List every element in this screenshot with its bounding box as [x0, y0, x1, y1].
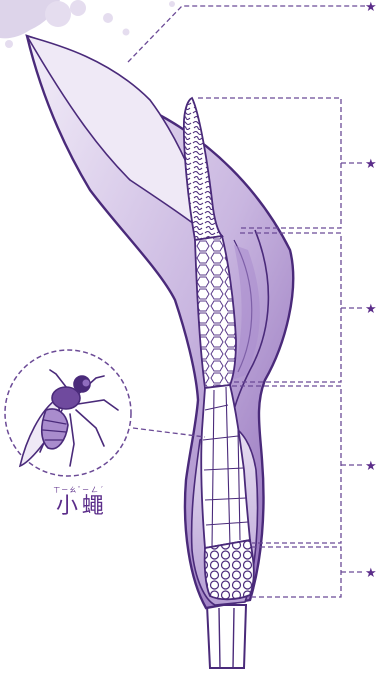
fly-label-char-1: 小ㄒㄧㄠˇ — [53, 494, 81, 519]
spathe — [27, 36, 293, 608]
spathe-star-marker: ★ — [365, 0, 377, 15]
female-flowers-star-marker: ★ — [365, 566, 377, 581]
female-flower-zone — [205, 540, 254, 599]
callout-markers: ★ ★ ★ ★ ★ — [365, 0, 377, 581]
flower-stalk — [207, 605, 246, 668]
female-flowers-bracket — [250, 547, 365, 597]
appendix-star-marker: ★ — [365, 157, 377, 172]
decorative-bubbles — [0, 0, 175, 48]
male-flowers-star-marker: ★ — [365, 302, 377, 317]
fly-label-char-2: 蠅ㄧㄥˊ — [82, 494, 105, 519]
fly-inset — [5, 350, 131, 476]
spathe-leader — [128, 6, 365, 62]
sterile-zone-star-marker: ★ — [365, 459, 377, 474]
fly-label: 小ㄒㄧㄠˇ蠅ㄧㄥˊ — [14, 486, 144, 520]
